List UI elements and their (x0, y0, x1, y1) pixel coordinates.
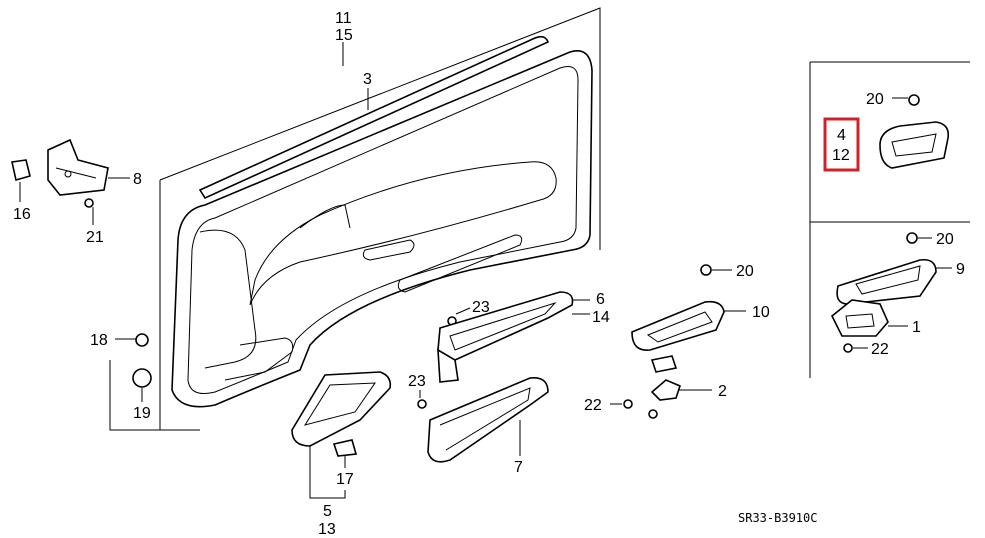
callout-label: 17 (336, 471, 354, 488)
callout-label: 19 (133, 405, 151, 422)
callout-label: 20 (936, 231, 954, 248)
callout-label: 14 (592, 309, 610, 326)
diagram-code: SR33-B3910C (738, 511, 817, 525)
callout-label: 7 (514, 459, 523, 476)
callout-label: 3 (363, 71, 372, 88)
callout-label: 11 (335, 10, 352, 27)
fasteners (84, 94, 920, 419)
switch-panel-part (631, 300, 725, 351)
callout-label: 1 (912, 319, 921, 336)
callout-label: 4 (837, 127, 846, 144)
callout-label: 22 (584, 397, 602, 414)
callout-labels: 11 15 3 8 16 21 18 19 23 6 14 23 7 17 5 … (13, 10, 965, 538)
clip-part (11, 159, 31, 182)
pull-pocket-part (437, 291, 574, 383)
door-trim-panel (171, 35, 593, 408)
callout-label: 6 (596, 291, 605, 308)
speaker-grille-part (291, 371, 392, 457)
callout-label: 20 (736, 263, 754, 280)
callout-label: 15 (335, 27, 353, 44)
callout-label: 8 (133, 171, 142, 188)
callout-label: 23 (472, 299, 490, 316)
leader-lines (19, 42, 952, 499)
callout-label: 20 (866, 91, 884, 108)
callout-label: 18 (90, 332, 108, 349)
callout-label: 10 (752, 304, 770, 321)
armrest-pocket-part (427, 376, 549, 463)
callout-label: 23 (408, 373, 426, 390)
bracket-part (47, 138, 109, 196)
bezel-part (879, 121, 950, 169)
callout-label: 5 (323, 503, 332, 520)
callout-label: 13 (318, 521, 336, 538)
frame-lines (109, 7, 970, 431)
master-switch-panel-part (836, 258, 937, 305)
callout-label: 12 (832, 147, 850, 164)
callout-label: 9 (956, 261, 965, 278)
callout-label: 22 (871, 341, 889, 358)
master-switch-part (830, 299, 889, 337)
switch-part (650, 355, 681, 401)
highlight-box (823, 117, 860, 172)
callout-label: 21 (86, 229, 104, 246)
callout-label: 16 (13, 206, 31, 223)
callout-label: 2 (718, 383, 727, 400)
